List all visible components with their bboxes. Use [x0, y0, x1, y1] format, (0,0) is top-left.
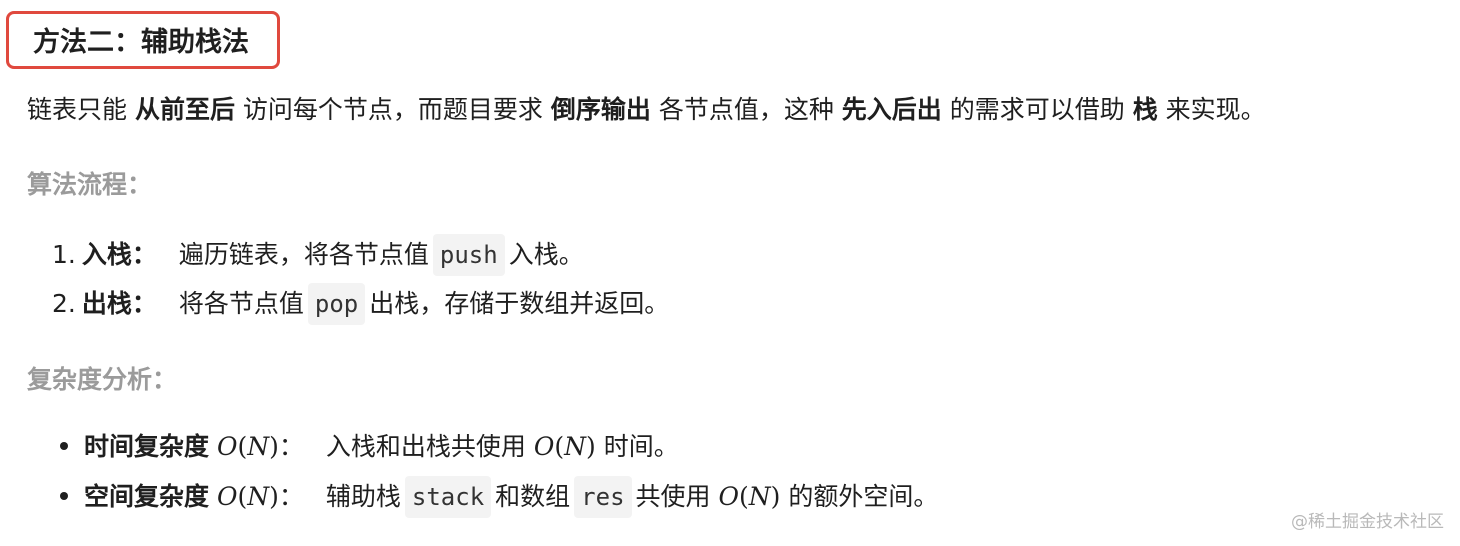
watermark: @稀土掘金技术社区 [1291, 512, 1444, 532]
time-text-end: 时间。 [603, 432, 679, 461]
inline-code-pop: pop [307, 283, 366, 325]
step-number: 1. [52, 240, 76, 269]
inline-code-res: res [574, 476, 632, 518]
intro-text-5: 来实现。 [1157, 95, 1266, 124]
step-text-end: 入栈。 [508, 240, 584, 269]
time-text: 入栈和出栈共使用 [325, 432, 526, 461]
intro-text-4: 的需求可以借助 [941, 95, 1133, 124]
step-text-end: 出栈，存储于数组并返回。 [369, 289, 670, 318]
method-title: 方法二：辅助栈法 [33, 27, 249, 58]
intro-bold-2: 倒序输出 [550, 95, 651, 124]
step-number: 2. [52, 289, 76, 318]
algorithm-heading: 算法流程： [27, 170, 153, 199]
big-o-notation: O(N) [216, 482, 279, 511]
space-complexity-label: 空间复杂度 [84, 482, 210, 511]
intro-bold-3: 先入后出 [841, 95, 942, 124]
space-text: 辅助栈 [325, 482, 401, 511]
intro-text-3: 各节点值，这种 [650, 95, 842, 124]
step-label: 出栈： [81, 289, 157, 318]
intro-text-2: 访问每个节点，而题目要求 [234, 95, 551, 124]
method-title-box: 方法二：辅助栈法 [6, 11, 280, 69]
intro-bold-1: 从前至后 [134, 95, 235, 124]
step-label: 入栈： [81, 240, 157, 269]
step-text: 将各节点值 [178, 289, 304, 318]
intro-text-1: 链表只能 [27, 95, 135, 124]
step-text: 遍历链表，将各节点值 [178, 240, 429, 269]
intro-paragraph: 链表只能 从前至后 访问每个节点，而题目要求 倒序输出 各节点值，这种 先入后出… [27, 90, 1266, 130]
bullet-icon [60, 442, 68, 450]
bullet-icon [60, 492, 68, 500]
inline-code-push: push [432, 234, 505, 276]
space-text-mid: 和数组 [495, 482, 571, 511]
list-item: 时间复杂度 O(N)：入栈和出栈共使用 O(N) 时间。 [60, 425, 679, 469]
intro-bold-4: 栈 [1132, 95, 1158, 124]
big-o-notation: O(N) [216, 432, 279, 461]
space-text-end: 的额外空间。 [788, 482, 939, 511]
label-colon: ： [278, 432, 304, 461]
inline-code-stack: stack [404, 476, 492, 518]
time-complexity-label: 时间复杂度 [84, 432, 210, 461]
big-o-notation: O(N) [718, 482, 781, 511]
big-o-notation: O(N) [533, 432, 596, 461]
label-colon: ： [278, 482, 304, 511]
complexity-heading: 复杂度分析： [27, 365, 178, 394]
space-text-mid2: 共使用 [635, 482, 711, 511]
